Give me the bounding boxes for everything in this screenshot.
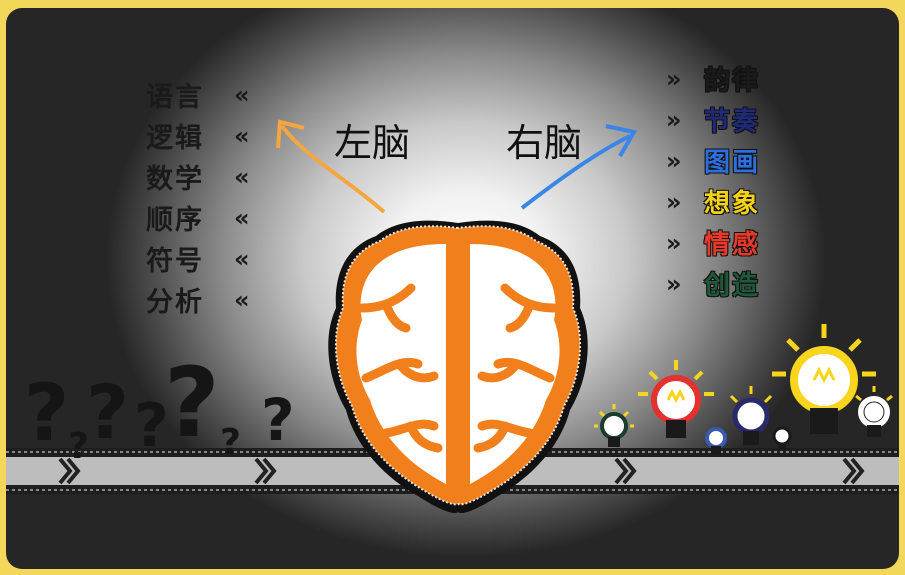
svg-text:?: ?: [164, 347, 220, 459]
svg-text:?: ?: [261, 386, 295, 454]
item-label: 情感: [704, 230, 761, 260]
item-label: 图画: [704, 148, 761, 178]
chevron-left-icon: «: [234, 80, 250, 109]
right-brain-list: » 韵律 » 节奏 » 图画 » 想象 » 情感 » 创造: [666, 58, 760, 304]
right-item-picture: » 图画: [666, 140, 760, 181]
right-item-creation: » 创造: [666, 263, 760, 304]
right-item-imagination: » 想象: [666, 181, 760, 222]
chevron-left-icon: «: [234, 244, 250, 273]
chevron-right-icon: »: [666, 187, 682, 216]
left-item-symbol: 符号 «: [146, 238, 250, 279]
diagram-frame: ? ? ? ? ? ? ?: [6, 8, 899, 569]
chevron-right-icon: »: [666, 64, 682, 93]
left-brain-title: 左脑: [334, 121, 411, 165]
right-brain-title: 右脑: [506, 121, 583, 165]
chevron-left-icon: «: [234, 203, 250, 232]
chevron-right-icon: »: [666, 105, 682, 134]
chevron-right-icon: »: [666, 269, 682, 298]
light-bulbs-icon: [594, 324, 893, 454]
item-label: 分析: [146, 287, 204, 318]
svg-text:?: ?: [86, 370, 129, 456]
right-item-emotion: » 情感: [666, 222, 760, 263]
chevron-left-icon: «: [234, 285, 250, 314]
right-item-rhyme: » 韵律: [666, 58, 760, 99]
question-marks-icon: ? ? ? ? ? ? ?: [24, 347, 295, 467]
left-item-language: 语言 «: [146, 74, 250, 115]
left-item-analysis: 分析 «: [146, 279, 250, 320]
left-brain-list: 语言 « 逻辑 « 数学 « 顺序 « 符号 « 分析 «: [146, 74, 250, 320]
item-label: 顺序: [146, 205, 204, 236]
chevron-left-icon: «: [234, 162, 250, 191]
left-item-logic: 逻辑 «: [146, 115, 250, 156]
brain-icon: [328, 220, 588, 514]
right-arrow: [520, 124, 638, 210]
item-label: 符号: [146, 246, 204, 277]
left-item-math: 数学 «: [146, 156, 250, 197]
item-label: 语言: [146, 82, 204, 113]
item-label: 韵律: [704, 66, 761, 96]
left-arrow: [276, 119, 386, 214]
right-item-rhythm: » 节奏: [666, 99, 760, 140]
svg-text:?: ?: [68, 426, 89, 467]
diagram-graphics: ? ? ? ? ? ? ?: [6, 119, 899, 514]
item-label: 创造: [704, 271, 761, 301]
item-label: 数学: [146, 164, 204, 195]
svg-text:?: ?: [24, 369, 69, 459]
chevron-left-icon: «: [234, 121, 250, 150]
svg-text:?: ?: [220, 422, 241, 463]
chevron-right-icon: »: [666, 146, 682, 175]
item-label: 想象: [704, 189, 761, 219]
item-label: 节奏: [704, 107, 761, 137]
svg-text:?: ?: [134, 391, 169, 461]
left-item-sequence: 顺序 «: [146, 197, 250, 238]
chevron-right-icon: »: [666, 228, 682, 257]
item-label: 逻辑: [146, 123, 204, 154]
